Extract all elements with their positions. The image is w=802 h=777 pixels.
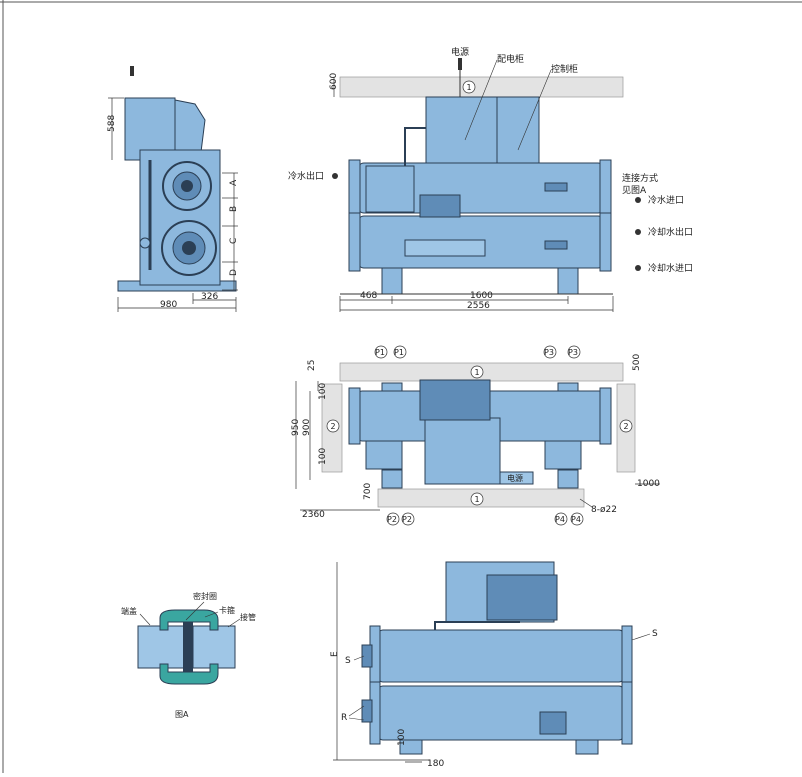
rear-s-left: S: [345, 656, 351, 666]
front-left-dim: 468: [360, 291, 377, 301]
side-width-dim: 980: [160, 300, 177, 310]
cooling-water-inlet-label: 冷却水进口: [648, 262, 693, 274]
plan-900-dim: 900: [302, 419, 312, 436]
plan-power-box: 电源: [507, 473, 523, 483]
power-label: 电源: [451, 46, 469, 58]
pipe-label: 接管: [240, 612, 256, 622]
p4-marker-a: P4: [555, 515, 565, 524]
rear-bottom-100-dim: 100: [397, 729, 407, 746]
side-height-dim: 588: [107, 115, 117, 132]
chilled-water-outlet-label: 冷水出口: [288, 170, 324, 182]
detail-a: 密封圈 端盖 卡箍 接管 图A: [121, 591, 256, 719]
side-base-dim: 326: [201, 292, 218, 302]
rear-s-right: S: [652, 629, 658, 639]
section-letter-a: A: [229, 179, 239, 186]
plan-marker-top: 1: [475, 368, 480, 377]
front-clearance-marker: 1: [467, 83, 472, 92]
connection-note: 连接方式: [622, 172, 658, 184]
section-letter-d: D: [229, 269, 239, 276]
plan-marker-left: 2: [331, 422, 336, 431]
p1-marker-b: P1: [394, 348, 404, 357]
plan-bolts-dim: 8-ø22: [591, 505, 617, 515]
front-clearance-dim: 600: [329, 73, 339, 90]
plan-marker-bottom: 1: [475, 495, 480, 504]
end-cap-label: 端盖: [121, 606, 137, 616]
distribution-cabinet-label: 配电柜: [497, 53, 524, 65]
plan-marker-right: 2: [624, 422, 629, 431]
detail-a-caption: 图A: [175, 710, 189, 719]
plan-top-gap-dim: 25: [307, 360, 317, 371]
seal-ring-label: 密封圈: [193, 591, 217, 601]
plan-upper-100-dim: 100: [318, 383, 328, 400]
front-view: 1 600 电源 配电柜 控制柜 冷水出口 连接方式: [288, 46, 693, 312]
rear-e-dim: E: [330, 651, 340, 657]
connection-note-ref: 见图A: [622, 185, 647, 196]
p3-marker-b: P3: [568, 348, 578, 357]
plan-right-side-dim: 1000: [637, 479, 660, 489]
p4-marker-b: P4: [571, 515, 581, 524]
plan-bottom-2360-dim: 2360: [302, 510, 325, 520]
section-letter-c: C: [229, 238, 239, 244]
front-total-dim: 2556: [467, 301, 490, 311]
plan-view: 1 1 2 2 电源 P1 P1 P3 P3 P2 P2 P4: [291, 345, 660, 526]
cooling-water-outlet-label: 冷却水出口: [648, 226, 693, 238]
side-view: 588 A B C D 326 980: [107, 66, 239, 312]
rear-r-label: R: [341, 713, 347, 723]
control-cabinet-label: 控制柜: [551, 63, 578, 75]
p3-marker-a: P3: [544, 348, 554, 357]
p2-marker-a: P2: [387, 515, 397, 524]
rear-view: E S S R 100 180: [330, 561, 658, 769]
chilled-water-inlet-label: 冷水进口: [648, 194, 684, 206]
plan-950-dim: 950: [291, 419, 301, 436]
p2-marker-b: P2: [402, 515, 412, 524]
section-letter-b: B: [229, 206, 239, 212]
plan-right-clear-dim: 500: [632, 354, 642, 371]
plan-bottom-700-dim: 700: [363, 483, 373, 500]
clamp-label: 卡箍: [219, 605, 235, 615]
front-center-dim: 1600: [470, 291, 493, 301]
plan-lower-100-dim: 100: [318, 448, 328, 465]
p1-marker-a: P1: [375, 348, 385, 357]
rear-bottom-180-dim: 180: [427, 759, 444, 769]
